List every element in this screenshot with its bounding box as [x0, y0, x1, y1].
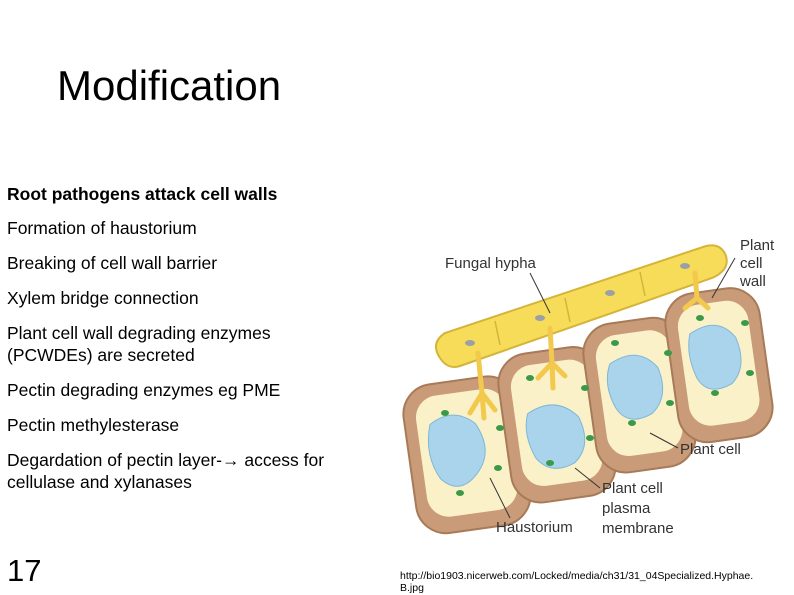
slide-title: Modification [57, 62, 282, 109]
bullet-item: Pectin degrading enzymes eg PME [7, 380, 281, 400]
bullet-item: Breaking of cell wall barrier [7, 253, 218, 273]
bullet-item: Pectin methylesterase [7, 415, 180, 435]
chloroplasts [441, 315, 754, 496]
fungal-hypha-figure: Fungal hypha Plant cell wall Plant cell … [402, 237, 775, 537]
label-fungal-hypha: Fungal hypha [445, 255, 537, 272]
bullet-item: Degardation of pectin layer-→ access for… [7, 450, 325, 492]
plant-cell [664, 287, 774, 444]
label-haustorium: Haustorium [496, 519, 573, 536]
plant-cell [497, 346, 617, 504]
bullet-list: Root pathogens attack cell walls Formati… [7, 183, 397, 506]
figure-labels: Fungal hypha Plant cell wall Plant cell … [445, 237, 775, 537]
label-plasma-membrane-line3: membrane [602, 520, 674, 537]
bullet-item: Root pathogens attack cell walls [7, 184, 278, 204]
label-plant-cell: Plant cell [680, 441, 741, 458]
label-plasma-membrane-line2: plasma [602, 500, 651, 517]
bullet-item: Plant cell wall degrading enzymes (PCWDE… [7, 323, 271, 365]
bullet-item: Formation of haustorium [7, 218, 197, 238]
label-plant-cell-wall-line1: Plant [740, 237, 775, 254]
label-plant-cell-wall-line3: wall [739, 273, 766, 290]
plant-cells [402, 287, 774, 535]
bullet-item: Xylem bridge connection [7, 288, 199, 308]
label-plant-cell-wall-line2: cell [740, 255, 763, 272]
slide-number: 17 [7, 553, 42, 588]
fungal-hypha [435, 244, 728, 421]
plant-cell [402, 375, 532, 535]
label-plasma-membrane-line1: Plant cell [602, 480, 663, 497]
plant-cell [582, 316, 697, 474]
image-source-url: http://bio1903.nicerweb.com/Locked/media… [400, 570, 754, 594]
